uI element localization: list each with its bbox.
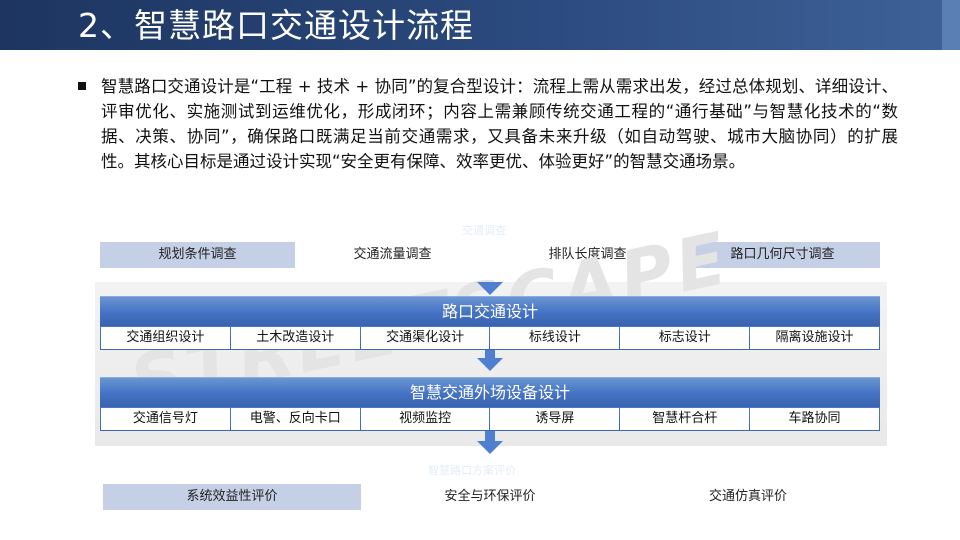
survey-box: 排队长度调查 [548,247,627,262]
evaluation-section-label: 智慧路口方案评价 [428,464,516,477]
arrow-stem [485,431,495,441]
stage-intersection-design: 路口交通设计 交通组织设计 土木改造设计 交通渠化设计 标线设计 标志设计 隔离… [100,296,880,350]
survey-box: 规划条件调查 [100,242,295,268]
down-arrow-icon [477,358,503,371]
stage-items: 交通信号灯 电警、反向卡口 视频监控 诱导屏 智慧杆合杆 车路协同 [100,407,880,431]
stage-item: 车路协同 [750,408,879,430]
stage-item: 标线设计 [490,327,620,349]
down-arrow-icon [477,441,503,454]
survey-box: 交通流量调查 [353,247,432,262]
down-arrow-icon [477,282,503,295]
stage-items: 交通组织设计 土木改造设计 交通渠化设计 标线设计 标志设计 隔离设施设计 [100,326,880,350]
intro-bullet: 智慧路口交通设计是“工程 + 技术 + 协同”的复合型设计：流程上需从需求出发，… [78,74,898,174]
square-bullet-icon [78,82,86,90]
stage-item: 智慧杆合杆 [620,408,750,430]
arrow-stem [485,350,495,358]
stage-smart-equipment-design: 智慧交通外场设备设计 交通信号灯 电警、反向卡口 视频监控 诱导屏 智慧杆合杆 … [100,377,880,431]
evaluation-box: 系统效益性评价 [103,484,361,510]
evaluation-box: 安全与环保评价 [444,489,536,504]
evaluation-row: 系统效益性评价 安全与环保评价 交通仿真评价 [100,484,880,510]
survey-section-label: 交通调查 [462,224,506,237]
intro-paragraph: 智慧路口交通设计是“工程 + 技术 + 协同”的复合型设计：流程上需从需求出发，… [101,77,898,171]
stage-item: 交通渠化设计 [360,327,490,349]
stage-item: 土木改造设计 [230,327,360,349]
title-bar: 2、智慧路口交通设计流程 [0,0,960,50]
title-bar-accent [942,0,960,50]
evaluation-box: 交通仿真评价 [708,489,787,504]
stage-item: 视频监控 [360,408,490,430]
stage-item: 隔离设施设计 [750,327,879,349]
stage-header: 路口交通设计 [100,296,880,326]
stage-item: 交通信号灯 [101,408,230,430]
page-title: 2、智慧路口交通设计流程 [78,6,474,45]
survey-box: 路口几何尺寸调查 [685,242,880,268]
stage-item: 电警、反向卡口 [230,408,360,430]
survey-row: 规划条件调查 交通流量调查 排队长度调查 路口几何尺寸调查 [100,242,880,268]
stage-item: 诱导屏 [490,408,620,430]
stage-item: 交通组织设计 [101,327,230,349]
stage-item: 标志设计 [620,327,750,349]
stage-header: 智慧交通外场设备设计 [100,377,880,407]
